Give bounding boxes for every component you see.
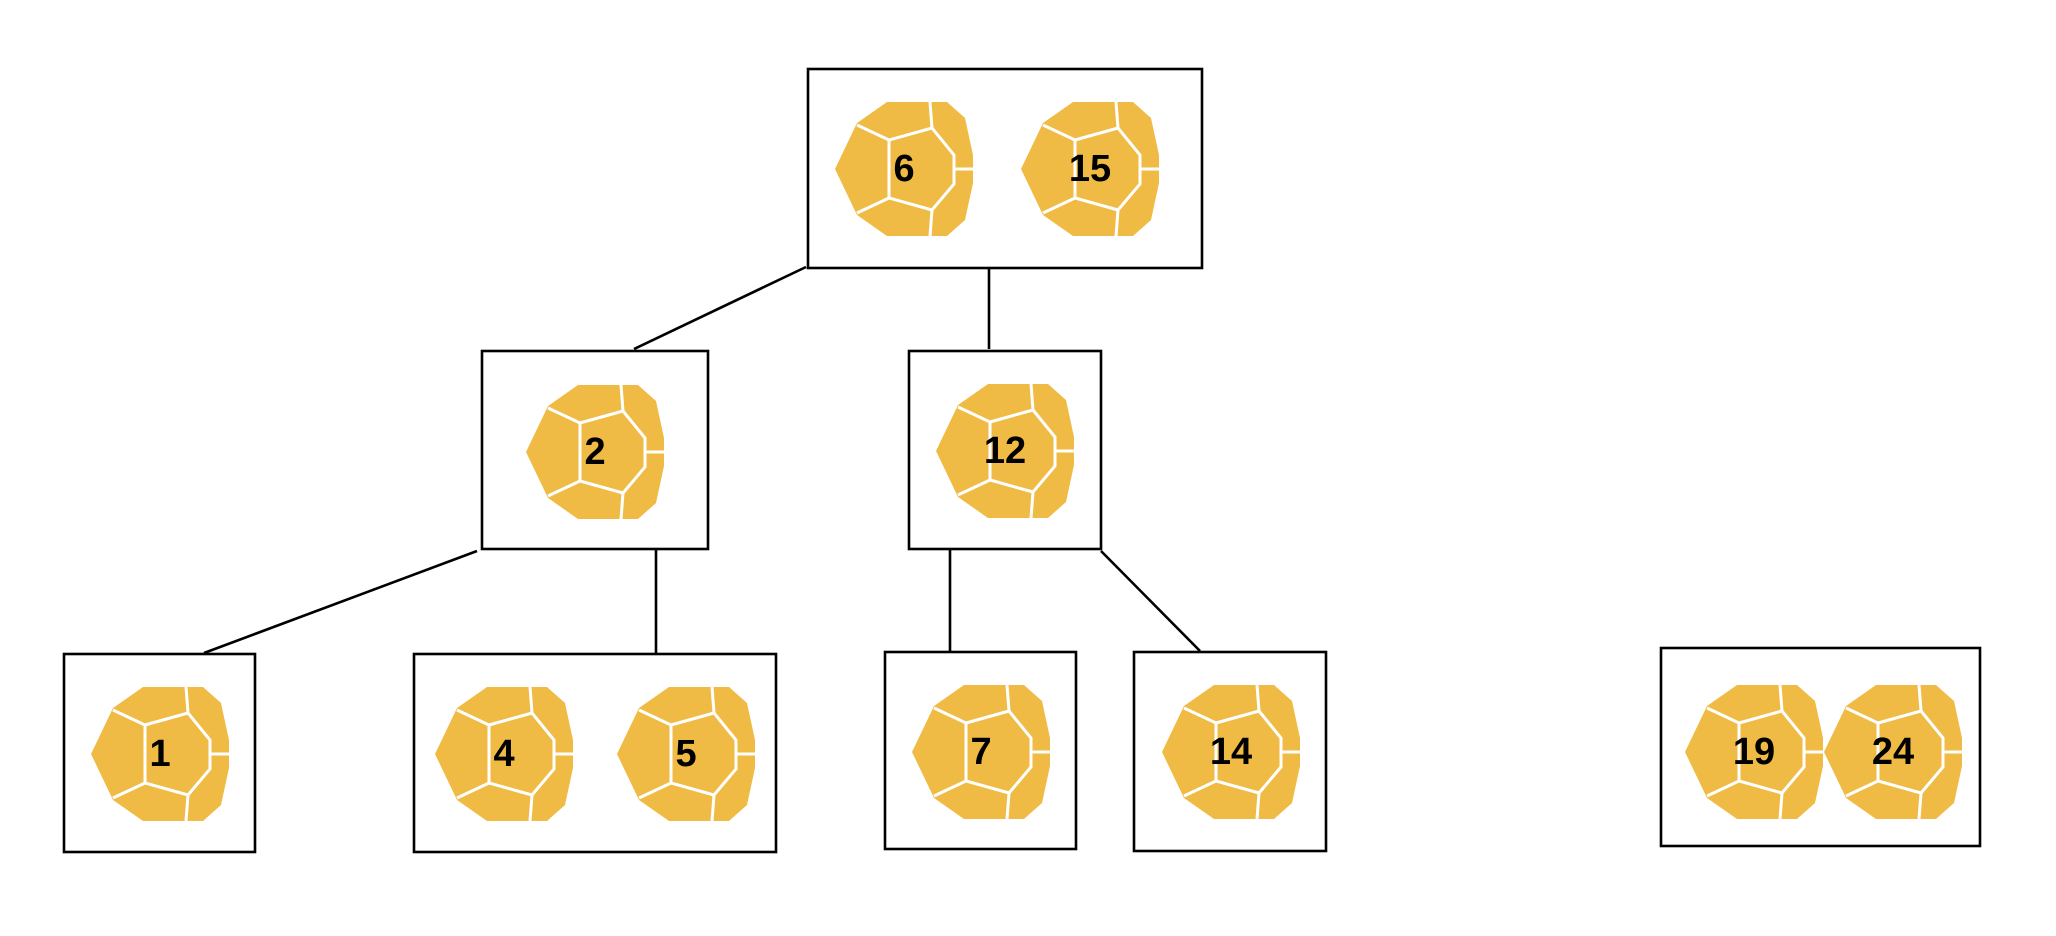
key-label: 19 (1733, 731, 1775, 773)
key-label: 5 (675, 733, 696, 775)
key-label: 15 (1069, 148, 1111, 190)
key-24: 24 (1822, 683, 1964, 821)
key-1: 1 (89, 685, 231, 823)
edge-12-to-14 (1100, 550, 1201, 652)
key-6: 6 (833, 100, 975, 238)
node-keys: 6 15 2 12 1 4 5 7 (89, 100, 1964, 823)
key-label: 12 (984, 430, 1026, 472)
key-14: 14 (1160, 683, 1302, 821)
key-5: 5 (615, 685, 757, 823)
tree-edges (203, 262, 1201, 655)
key-15: 15 (1019, 100, 1161, 238)
edge-root-to-2 (633, 265, 807, 351)
key-7: 7 (910, 683, 1052, 821)
key-label: 4 (493, 733, 514, 775)
key-12: 12 (934, 382, 1076, 520)
key-19: 19 (1683, 683, 1825, 821)
key-4: 4 (433, 685, 575, 823)
key-label: 1 (149, 733, 170, 775)
key-2: 2 (524, 383, 666, 521)
key-label: 6 (893, 148, 914, 190)
edge-2-to-1 (203, 549, 478, 655)
key-label: 24 (1872, 731, 1914, 773)
key-label: 14 (1210, 731, 1252, 773)
key-label: 7 (970, 731, 991, 773)
key-label: 2 (584, 431, 605, 473)
